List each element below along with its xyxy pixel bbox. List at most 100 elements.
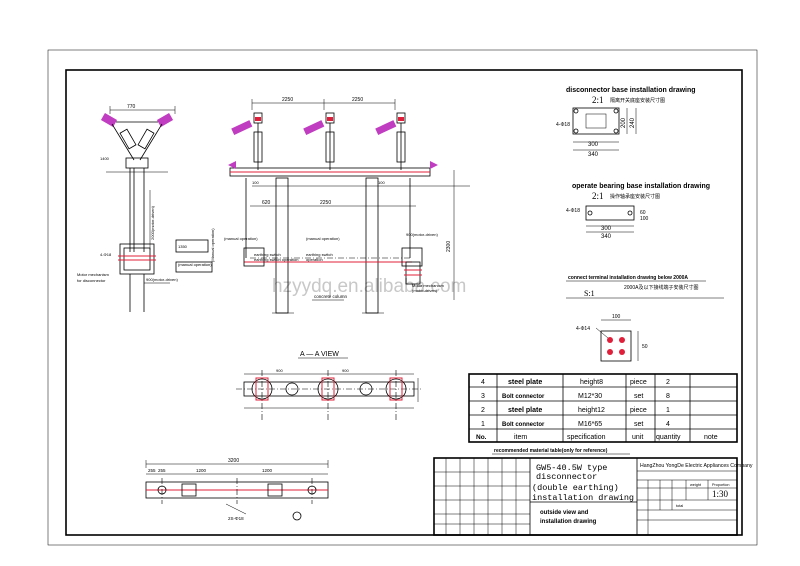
- svg-text:2250: 2250: [320, 200, 331, 206]
- svg-text:4-Φ18: 4-Φ18: [566, 208, 580, 214]
- table-row-qty: 2: [666, 379, 670, 386]
- svg-text:1200: 1200: [196, 468, 207, 473]
- svg-text:620: 620: [262, 200, 271, 206]
- table-row-qty: 1: [666, 407, 670, 414]
- svg-text:(manual operation): (manual operation): [306, 236, 340, 241]
- view-title-line2: installation drawing: [540, 519, 597, 525]
- front-view: 2250 2250: [175, 97, 470, 314]
- svg-text:connect terminal installation: connect terminal installation drawing be…: [568, 275, 688, 281]
- table-row-no: 2: [481, 407, 485, 414]
- table-header-item: item: [514, 434, 527, 441]
- aa-view: A — A VIEW 900 900: [236, 351, 422, 420]
- table-row-qty: 4: [666, 421, 670, 428]
- total-label: total: [676, 504, 683, 508]
- parts-table: 4 steel plate height8 piece 2 3 Bolt con…: [468, 373, 738, 455]
- table-row-spec: M16*65: [578, 421, 602, 428]
- table-row-no: 4: [481, 379, 485, 386]
- view-title-line1: outside view and: [540, 510, 589, 516]
- table-row-item: steel plate: [508, 407, 542, 414]
- table-header-note: note: [704, 434, 718, 441]
- svg-text:340: 340: [601, 234, 612, 240]
- table-row-no: 1: [481, 421, 485, 428]
- bottom-plan-view: 3200 255 255 1200 1200 2S-Φ18: [145, 458, 329, 521]
- svg-text:1400: 1400: [100, 156, 110, 161]
- table-row-item: Bolt connector: [502, 394, 545, 400]
- svg-text:earthing switch: earthing switch: [254, 252, 281, 257]
- table-row-unit: set: [634, 421, 643, 428]
- svg-text:隔离开关底座安装尺寸图: 隔离开关底座安装尺寸图: [610, 97, 665, 104]
- terminal-installation-drawing: connect terminal installation drawing be…: [566, 275, 724, 362]
- svg-text:concrete column: concrete column: [314, 294, 348, 299]
- svg-text:4-Φ18: 4-Φ18: [556, 122, 570, 128]
- svg-text:Motor mechanism: Motor mechanism: [412, 283, 444, 288]
- svg-text:2S-Φ18: 2S-Φ18: [228, 516, 244, 521]
- sheet-title-line3: (double earthing): [532, 483, 619, 493]
- base-drawing-title: disconnector base installation drawing: [566, 87, 696, 94]
- outer-border: [47, 49, 758, 546]
- svg-text:S:1: S:1: [584, 289, 595, 298]
- scale-value: 1:30: [712, 489, 729, 499]
- table-row-spec: height8: [580, 379, 603, 386]
- svg-text:100: 100: [378, 180, 385, 185]
- svg-text:340: 340: [588, 152, 599, 158]
- svg-text:A — A VIEW: A — A VIEW: [300, 351, 339, 358]
- svg-text:900: 900: [276, 368, 283, 373]
- company-name: HangZhou YongDe Electric Appliances Comp…: [640, 463, 753, 469]
- svg-text:2:1: 2:1: [592, 191, 604, 201]
- sheet-title-line2: disconnector: [536, 472, 597, 482]
- svg-text:earthing switch operation: earthing switch operation: [254, 257, 298, 262]
- table-row-no: 3: [481, 393, 485, 400]
- svg-text:4-Φ14: 4-Φ14: [576, 326, 590, 332]
- svg-text:2:1: 2:1: [592, 95, 604, 105]
- svg-text:(manual operation): (manual operation): [224, 236, 258, 241]
- table-row-qty: 8: [666, 393, 670, 400]
- bearing-installation-drawing: operate bearing base installation drawin…: [566, 183, 710, 240]
- side-view: 770 2000(motor-driven) 4-Φ18 Motor mecha…: [77, 104, 178, 312]
- svg-text:255: 255: [158, 468, 166, 473]
- svg-text:for disconnector: for disconnector: [77, 278, 106, 283]
- svg-text:770: 770: [127, 104, 136, 110]
- table-header-spec: specification: [567, 434, 606, 441]
- svg-text:1200: 1200: [262, 468, 273, 473]
- sheet-title-line1: GW5-40.5W type: [536, 463, 607, 473]
- table-row-item: Bolt connector: [502, 422, 545, 428]
- svg-text:2000(motor-driven): 2000(motor-driven): [150, 205, 155, 240]
- sheet-title-line4: installation drawing: [532, 493, 634, 503]
- bearing-drawing-title: operate bearing base installation drawin…: [572, 183, 710, 190]
- svg-text:100: 100: [252, 180, 259, 185]
- table-footer-note: recommended material table(only for refe…: [494, 448, 608, 454]
- svg-text:操作轴承座安装尺寸图: 操作轴承座安装尺寸图: [610, 193, 660, 200]
- svg-text:1350: 1350: [178, 244, 188, 249]
- svg-text:200: 200: [621, 117, 627, 128]
- svg-text:300: 300: [588, 142, 599, 148]
- table-header-quantity: quantity: [656, 434, 681, 441]
- svg-text:240: 240: [630, 117, 636, 128]
- svg-text:2250: 2250: [352, 97, 363, 103]
- svg-text:2250: 2250: [282, 97, 293, 103]
- watermark: hzyydq.en.alibaba.com: [272, 276, 466, 297]
- svg-text:100: 100: [612, 314, 621, 320]
- weight-label: weight: [690, 483, 702, 487]
- svg-text:60: 60: [640, 210, 646, 216]
- svg-text:50: 50: [642, 344, 648, 350]
- svg-text:operation: operation: [306, 257, 323, 262]
- proportion-label: Proportion: [712, 483, 730, 487]
- table-header-no: No.: [476, 434, 487, 441]
- svg-text:255: 255: [148, 468, 156, 473]
- table-row-unit: set: [634, 393, 643, 400]
- table-header-unit: unit: [632, 434, 643, 441]
- svg-text:(motor-driven): (motor-driven): [412, 288, 438, 293]
- svg-text:300: 300: [601, 226, 612, 232]
- svg-text:900(motor-driven): 900(motor-driven): [146, 277, 178, 282]
- svg-text:3200: 3200: [228, 458, 239, 464]
- title-block: GW5-40.5W type disconnector (double eart…: [433, 457, 753, 536]
- svg-text:Motor mechanism: Motor mechanism: [77, 272, 109, 277]
- svg-text:2000A及以下接线端子安装尺寸图: 2000A及以下接线端子安装尺寸图: [624, 284, 698, 291]
- base-installation-drawing: disconnector base installation drawing 2…: [556, 87, 696, 158]
- table-row-item: steel plate: [508, 379, 542, 386]
- svg-text:4-Φ18: 4-Φ18: [100, 252, 112, 257]
- svg-text:100: 100: [640, 216, 649, 222]
- table-row-spec: height12: [578, 407, 605, 414]
- svg-text:2300: 2300: [446, 241, 452, 252]
